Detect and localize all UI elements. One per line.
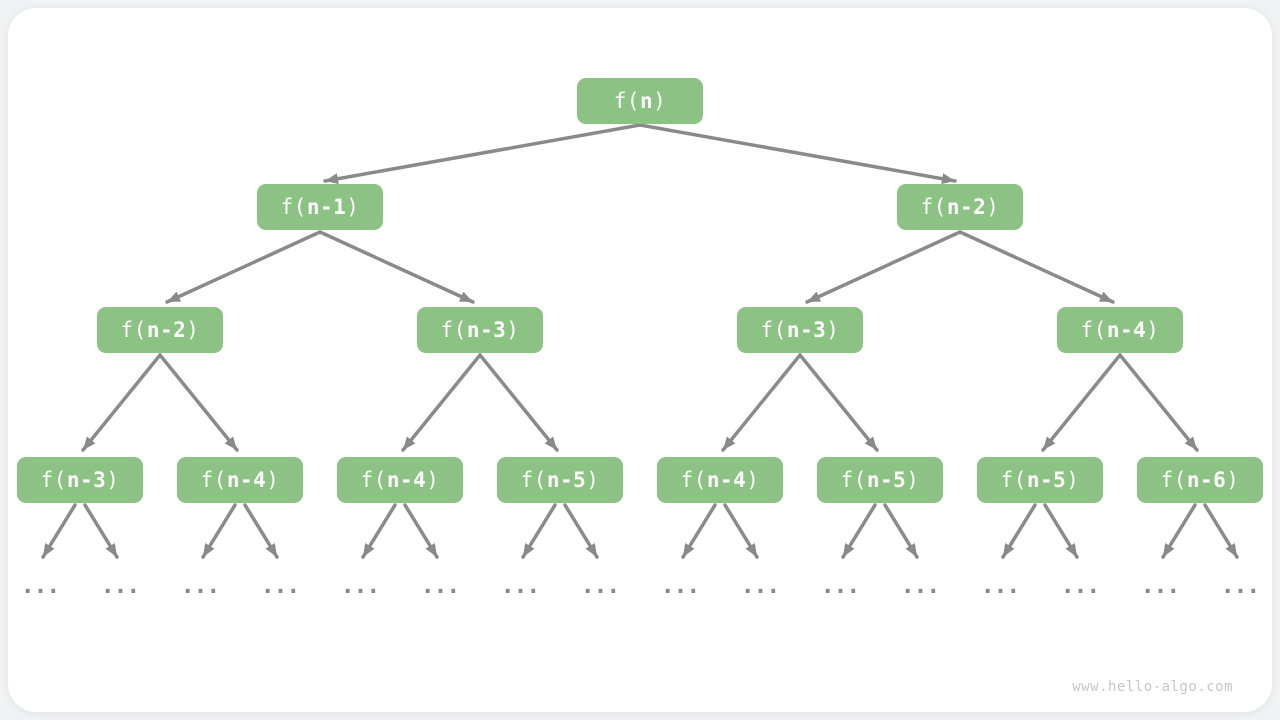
node-label-prefix: f( <box>280 194 307 219</box>
leaf-ellipsis: ... <box>1140 573 1181 599</box>
tree-node: f(n-6) <box>1137 457 1263 503</box>
node-label-arg: n-3 <box>786 317 827 342</box>
node-label-arg: n-4 <box>706 467 747 492</box>
node-label-arg: n-5 <box>1026 467 1067 492</box>
node-label-suffix: ) <box>506 317 520 342</box>
node-label-suffix: ) <box>1146 317 1160 342</box>
node-label-arg: n-4 <box>1106 317 1147 342</box>
node-label-arg: n-4 <box>386 467 427 492</box>
node-label-arg: n-5 <box>866 467 907 492</box>
leaf-ellipsis: ... <box>1060 573 1101 599</box>
leaf-ellipsis: ... <box>820 573 861 599</box>
tree-node: f(n-3) <box>737 307 863 353</box>
node-label-prefix: f( <box>440 317 467 342</box>
node-label-suffix: ) <box>1226 467 1240 492</box>
tree-node: f(n-3) <box>17 457 143 503</box>
node-label-suffix: ) <box>746 467 760 492</box>
tree-node: f(n-5) <box>977 457 1103 503</box>
node-label-arg: n-2 <box>946 194 987 219</box>
leaf-ellipsis: ... <box>660 573 701 599</box>
tree-node: f(n-2) <box>897 184 1023 230</box>
leaf-ellipsis: ... <box>180 573 221 599</box>
node-label-prefix: f( <box>613 88 640 113</box>
node-label-suffix: ) <box>346 194 360 219</box>
node-label-arg: n-4 <box>226 467 267 492</box>
tree-node: f(n-5) <box>817 457 943 503</box>
node-label-suffix: ) <box>106 467 120 492</box>
leaf-ellipsis: ... <box>580 573 621 599</box>
leaf-ellipsis: ... <box>340 573 381 599</box>
node-label-suffix: ) <box>586 467 600 492</box>
tree-node: f(n-4) <box>657 457 783 503</box>
leaf-ellipsis: ... <box>20 573 61 599</box>
leaf-ellipsis: ... <box>1220 573 1261 599</box>
node-label-prefix: f( <box>520 467 547 492</box>
node-label-arg: n-2 <box>146 317 187 342</box>
tree-node: f(n-4) <box>337 457 463 503</box>
leaf-ellipsis: ... <box>260 573 301 599</box>
node-label-prefix: f( <box>1000 467 1027 492</box>
node-label-prefix: f( <box>40 467 67 492</box>
leaf-ellipsis: ... <box>980 573 1021 599</box>
tree-node: f(n-1) <box>257 184 383 230</box>
tree-node-root: f(n) <box>577 78 703 124</box>
tree-node: f(n-2) <box>97 307 223 353</box>
node-label-arg: n-3 <box>466 317 507 342</box>
node-label-prefix: f( <box>360 467 387 492</box>
node-label-prefix: f( <box>680 467 707 492</box>
leaf-ellipsis: ... <box>900 573 941 599</box>
node-label-suffix: ) <box>426 467 440 492</box>
node-label-arg: n-3 <box>66 467 107 492</box>
node-label-suffix: ) <box>826 317 840 342</box>
node-label-prefix: f( <box>840 467 867 492</box>
node-label-suffix: ) <box>906 467 920 492</box>
leaf-ellipsis: ... <box>420 573 461 599</box>
tree-node: f(n-4) <box>177 457 303 503</box>
tree-node: f(n-3) <box>417 307 543 353</box>
node-label-prefix: f( <box>200 467 227 492</box>
tree-node: f(n-4) <box>1057 307 1183 353</box>
node-label-suffix: ) <box>266 467 280 492</box>
tree-node: f(n-5) <box>497 457 623 503</box>
node-label-prefix: f( <box>1160 467 1187 492</box>
node-label-arg: n-6 <box>1186 467 1227 492</box>
leaf-ellipsis: ... <box>500 573 541 599</box>
node-label-suffix: ) <box>653 88 667 113</box>
node-label-arg: n-1 <box>306 194 347 219</box>
node-label-prefix: f( <box>920 194 947 219</box>
watermark-text: www.hello-algo.com <box>1072 679 1233 695</box>
node-label-arg: n-5 <box>546 467 587 492</box>
node-label-prefix: f( <box>120 317 147 342</box>
node-label-arg: n <box>639 88 654 113</box>
node-label-suffix: ) <box>186 317 200 342</box>
node-label-suffix: ) <box>986 194 1000 219</box>
node-label-prefix: f( <box>1080 317 1107 342</box>
leaf-ellipsis: ... <box>740 573 781 599</box>
leaf-ellipsis: ... <box>100 573 141 599</box>
node-label-suffix: ) <box>1066 467 1080 492</box>
node-label-prefix: f( <box>760 317 787 342</box>
